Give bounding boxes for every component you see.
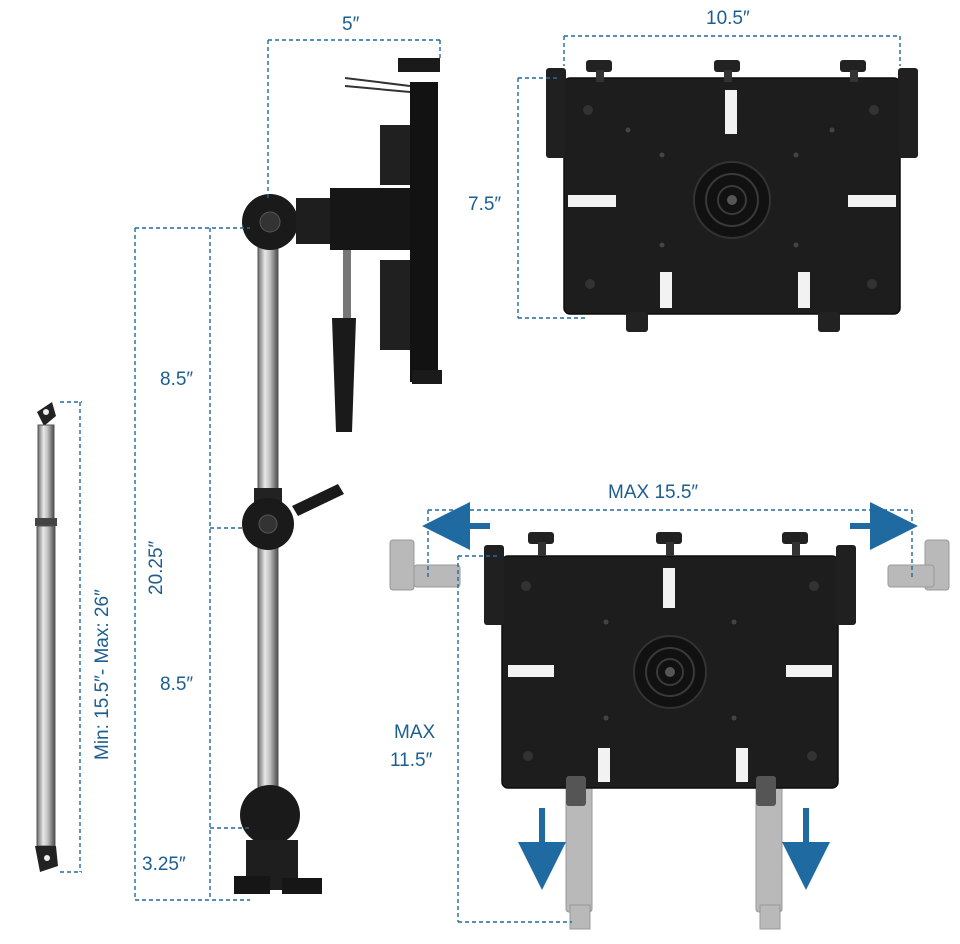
total-height-label: 20.25″ (146, 540, 167, 595)
upper-arm-label: 8.5″ (160, 369, 193, 390)
telescoping-pole (35, 402, 58, 872)
side-arm-assembly (234, 58, 442, 894)
max-height-label-line2: 11.5″ (390, 750, 433, 771)
max-width-label: MAX 15.5″ (608, 482, 698, 503)
extended-dimensions (427, 509, 913, 923)
arm-depth-label: 5″ (342, 14, 360, 35)
extended-plate (389, 532, 950, 930)
expansion-arrows (422, 502, 918, 890)
max-height-label-line1: MAX (394, 722, 436, 743)
top-plate-dimensions (517, 35, 901, 319)
plate-height-label: 7.5″ (468, 194, 501, 215)
lower-arm-label: 8.5″ (160, 674, 193, 695)
side-dimension-lines (134, 39, 441, 901)
base-height-label: 3.25″ (142, 854, 186, 875)
top-plate (546, 60, 918, 332)
pole-dimension (60, 401, 82, 873)
plate-width-label: 10.5″ (706, 8, 750, 29)
pole-range-label: Min: 15.5″- Max: 26″ (92, 589, 113, 760)
